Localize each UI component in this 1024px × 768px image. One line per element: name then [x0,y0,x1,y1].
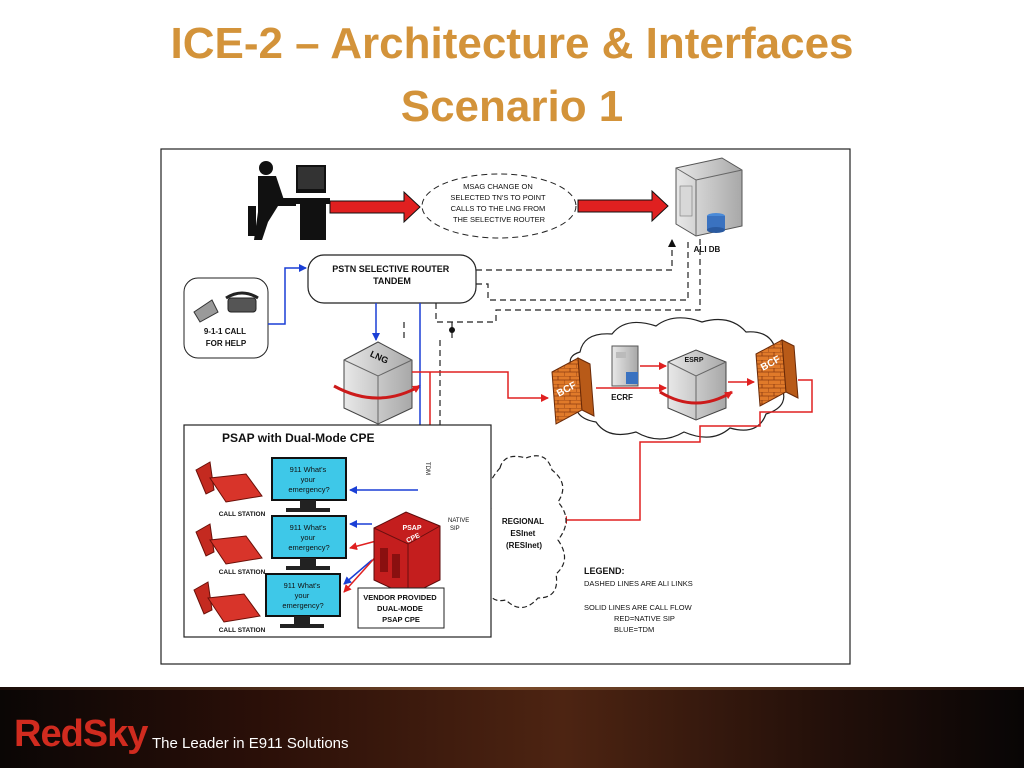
call-station-label: CALL STATION [219,569,266,576]
screen-line: emergency? [282,601,323,610]
msag-note-line: SELECTED TN'S TO POINT [450,193,546,202]
native-sip-line: SIP [450,526,460,532]
slide-subtitle: Scenario 1 [400,82,624,131]
legend-line: SOLID LINES ARE CALL FLOW [584,603,693,612]
tdm-cpe-to-stations [343,486,418,585]
legend: LEGEND: DASHED LINES ARE ALI LINKS SOLID… [584,566,693,634]
esrp-router-icon [659,349,733,421]
screen-text-2: 911 What's your emergency? [288,523,329,552]
native-sip-label: NATIVE SIP [448,518,471,532]
pstn-selective-router-box [307,254,477,304]
legend-line: BLUE=TDM [614,625,654,634]
sip-core-to-esinet [559,379,813,524]
vendor-line: VENDOR PROVIDED [363,593,437,602]
call-station-label: CALL STATION [219,627,266,634]
pstn-router-line: TANDEM [373,276,411,286]
call-for-help-label: 9-1-1 CALL FOR HELP [204,327,248,348]
vendor-line: DUAL-MODE [377,604,423,613]
esinet-line: ESInet [510,529,535,538]
psap-title: PSAP with Dual-Mode CPE [222,431,374,445]
msag-note-line: THE SELECTIVE ROUTER [453,215,546,224]
legend-title: LEGEND: [584,566,625,576]
tdm-label: TDM [424,462,430,475]
esinet-label: REGIONAL ESInet (RESInet) [502,517,546,550]
pstn-router-label: PSTN SELECTIVE ROUTER TANDEM [332,264,452,286]
esinet-line: (RESInet) [506,541,542,550]
operator-workstation-icon [248,161,330,240]
call-station-3 [193,573,341,628]
legend-line: DASHED LINES ARE ALI LINKS [584,579,693,588]
esinet-line: REGIONAL [502,517,544,526]
pstn-router-line: PSTN SELECTIVE ROUTER [332,264,450,274]
footer-tagline: The Leader in E911 Solutions [152,735,349,752]
call-station-label: CALL STATION [219,511,266,518]
ali-db-server-icon [675,157,743,237]
lng-gateway-icon [333,341,421,425]
architecture-diagram: MSAG CHANGE ON SELECTED TN'S TO POINT CA… [160,148,851,665]
vendor-cpe-box [357,587,445,629]
screen-line: 911 What's [290,465,327,474]
msag-note-text: MSAG CHANGE ON SELECTED TN'S TO POINT CA… [450,182,547,224]
ecrf-server-icon [611,345,639,387]
call-for-help-line: 9-1-1 CALL [204,327,246,336]
native-sip-line: NATIVE [448,518,469,524]
bcf-left-firewall-icon [551,357,595,425]
telephone-icon [193,291,259,323]
psap-cpe-server-icon [373,511,441,597]
regional-esinet-cloud [481,455,567,609]
legend-line: RED=NATIVE SIP [614,614,675,623]
screen-text-1: 911 What's your emergency? [288,465,329,494]
junction-dot [449,327,455,333]
call-station-1 [195,457,347,512]
call-station-2 [195,515,347,570]
ecrf-label: ECRF [611,393,633,402]
screen-line: your [301,533,316,542]
screen-line: your [301,475,316,484]
slide-title: ICE-2 – Architecture & Interfaces [170,19,854,68]
psap-cpe-line: PSAP [402,525,421,532]
bcf-right-firewall-icon [755,339,799,407]
msag-change-note [421,173,577,239]
ali-db-label: ALI DB [694,245,721,254]
screen-line: 911 What's [284,581,321,590]
msag-note-line: CALLS TO THE LNG FROM [451,204,546,213]
vendor-line: PSAP CPE [382,615,420,624]
screen-line: your [295,591,310,600]
tdm-call-phone-to-router [268,264,307,325]
sip-lng-to-bcf [412,371,549,402]
screen-text-3: 911 What's your emergency? [282,581,323,610]
esrp-label: ESRP [684,357,703,364]
msag-change-arrows [329,189,669,224]
ali-dashed-links [403,236,701,338]
footer-bar: RedSky The Leader in E911 Solutions [0,687,1024,768]
redsky-logo: RedSky [14,713,148,755]
screen-line: emergency? [288,543,329,552]
screen-line: 911 What's [290,523,327,532]
sip-core-links [596,362,755,392]
screen-line: emergency? [288,485,329,494]
msag-note-line: MSAG CHANGE ON [463,182,533,191]
vendor-box-label: VENDOR PROVIDED DUAL-MODE PSAP CPE [363,593,438,624]
call-for-help-line: FOR HELP [206,339,247,348]
psap-cpe-label: PSAP [402,525,421,532]
